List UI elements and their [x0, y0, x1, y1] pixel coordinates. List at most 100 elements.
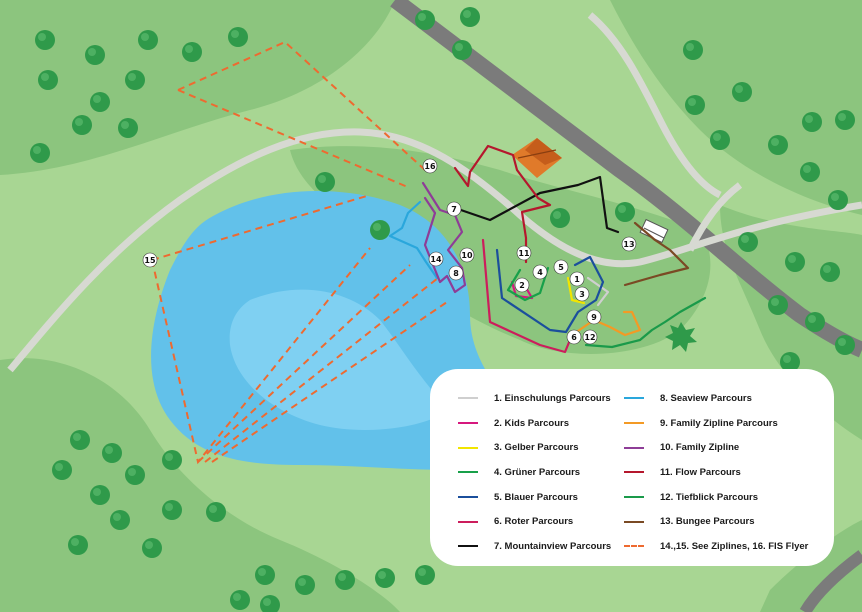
legend-label: 2. Kids Parcours [494, 417, 569, 429]
route-marker: 14 [428, 251, 444, 267]
legend-label: 1. Einschulungs Parcours [494, 392, 611, 404]
route-marker: 4 [532, 264, 548, 280]
tree-highlight [771, 138, 779, 146]
tree-icon [162, 500, 182, 520]
tree-icon [72, 115, 92, 135]
legend-swatch [624, 496, 644, 499]
tree-highlight [165, 453, 173, 461]
tree-highlight [788, 255, 796, 263]
marker-label: 7 [451, 205, 457, 214]
marker-label: 1 [574, 275, 580, 284]
tree-highlight [38, 33, 46, 41]
zipline-fis-flyer-return [177, 89, 411, 189]
marker-label: 8 [453, 269, 459, 278]
tree-highlight [418, 568, 426, 576]
legend-swatch [458, 397, 478, 400]
route-marker: 6 [566, 329, 582, 345]
walking-path-main [7, 128, 862, 373]
tree-highlight [121, 121, 129, 129]
marker-label: 6 [571, 333, 577, 342]
tree-icon [683, 40, 703, 60]
tree-icon [615, 202, 635, 222]
tree-highlight [318, 175, 326, 183]
grass-zone-top-right [610, 0, 862, 215]
tree-highlight [713, 133, 721, 141]
tree-highlight [618, 205, 626, 213]
legend-item: 11. Flow Parcours [624, 460, 808, 485]
tree-icon [710, 130, 730, 150]
route-marker: 15 [142, 252, 158, 268]
tree-icon [460, 7, 480, 27]
tree-highlight [88, 48, 96, 56]
tree-icon [785, 252, 805, 272]
tree-highlight [783, 355, 791, 363]
legend-swatch [458, 471, 478, 474]
tree-icon [70, 430, 90, 450]
route-gruener [506, 266, 550, 302]
marker-label: 5 [558, 263, 564, 272]
legend-label: 10. Family Zipline [660, 442, 740, 454]
tree-icon [835, 335, 855, 355]
tree-icon [768, 135, 788, 155]
tree-highlight [803, 165, 811, 173]
hut [512, 138, 562, 178]
tree-highlight [338, 573, 346, 581]
tree-highlight [209, 505, 217, 513]
legend-item: 4. Grüner Parcours [458, 460, 611, 485]
marker-label: 9 [591, 313, 597, 322]
tree-highlight [105, 446, 113, 454]
route-marker: 9 [586, 309, 602, 325]
tree-highlight [373, 223, 381, 231]
route-kids [510, 280, 534, 300]
legend-label: 8. Seaview Parcours [660, 392, 752, 404]
marker-circle [422, 158, 438, 174]
legend-item: 7. Mountainview Parcours [458, 534, 611, 559]
tree-highlight [73, 433, 81, 441]
route-marker: 8 [448, 265, 464, 281]
marker-label: 14 [430, 255, 442, 264]
tree-icon [415, 565, 435, 585]
tree-highlight [145, 541, 153, 549]
legend-item: 13. Bungee Parcours [624, 509, 808, 534]
legend-item: 8. Seaview Parcours [624, 386, 808, 411]
marker-circle [586, 309, 602, 325]
legend-swatch [458, 520, 478, 523]
marker-circle [621, 236, 637, 252]
tree-highlight [688, 98, 696, 106]
marker-circle [446, 201, 462, 217]
tree-icon [255, 565, 275, 585]
route-marker: 3 [574, 286, 590, 302]
route-blauer [495, 248, 605, 334]
tree-icon [805, 312, 825, 332]
route-einschulungs [586, 276, 610, 307]
legend-column-left: 1. Einschulungs Parcours 2. Kids Parcours… [458, 386, 611, 559]
route-marker: 2 [514, 277, 530, 293]
tree-highlight [93, 95, 101, 103]
tree-icon [452, 40, 472, 60]
legend-swatch [458, 496, 478, 499]
tree-highlight [823, 265, 831, 273]
tree-highlight [258, 568, 266, 576]
marker-circle [459, 247, 475, 263]
tree-highlight [771, 298, 779, 306]
legend-label: 13. Bungee Parcours [660, 516, 755, 528]
route-marker: 1 [569, 271, 585, 287]
legend-label: 6. Roter Parcours [494, 516, 574, 528]
legend-label: 9. Family Zipline Parcours [660, 417, 778, 429]
tree-icon [820, 262, 840, 282]
walking-path-east [686, 182, 743, 252]
marker-circle [532, 264, 548, 280]
tree-icon [550, 208, 570, 228]
tree-icon [138, 30, 158, 50]
tree-highlight [808, 315, 816, 323]
legend-label: 11. Flow Parcours [660, 466, 741, 478]
tree-icon [370, 220, 390, 240]
tree-icon [835, 110, 855, 130]
marker-label: 2 [519, 281, 525, 290]
marker-circle [574, 286, 590, 302]
tree-highlight [263, 598, 271, 606]
marker-label: 10 [461, 251, 473, 260]
legend-swatch [624, 446, 644, 449]
tree-icon [90, 485, 110, 505]
